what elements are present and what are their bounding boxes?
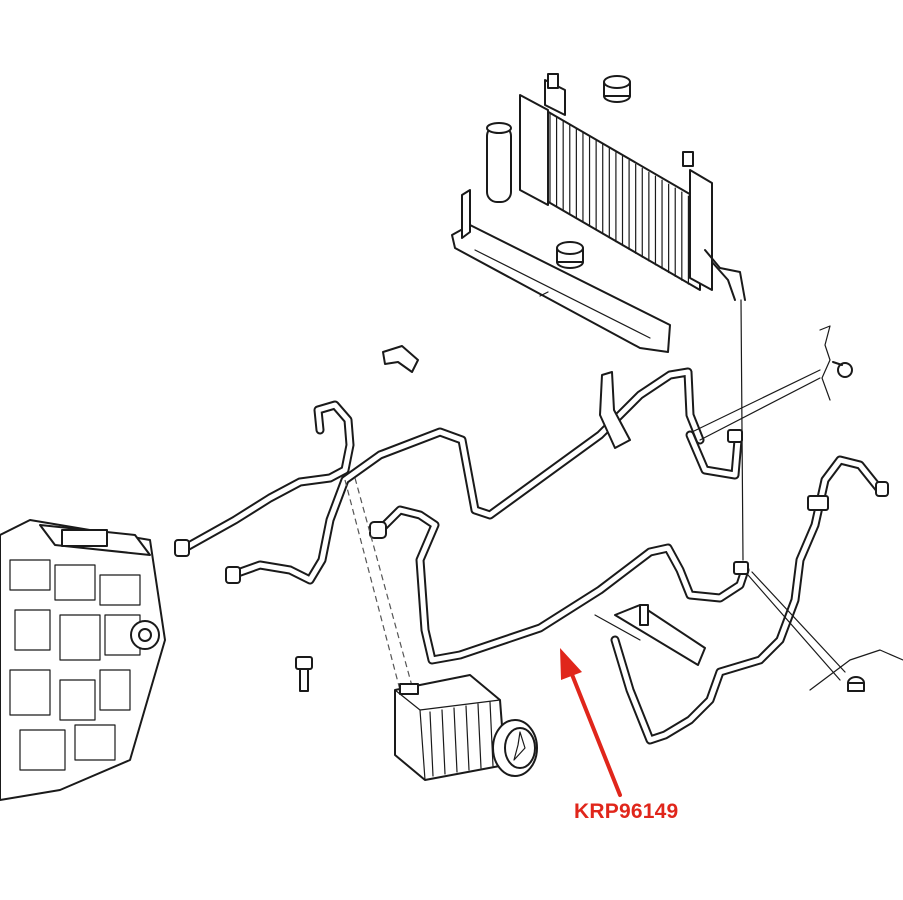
- body-bracket-icon: [809, 325, 903, 691]
- hvac-panel: [54, 564, 96, 601]
- hvac-panel: [74, 724, 116, 761]
- hvac-panel: [9, 559, 51, 591]
- hose-icon: [174, 367, 889, 745]
- compressor-rib: [477, 703, 482, 769]
- callout-arrow: [560, 648, 622, 797]
- hvac-panel: [14, 609, 51, 651]
- compressor-rib: [489, 701, 494, 767]
- compressor-rib: [453, 707, 458, 773]
- compressor-rib: [429, 711, 434, 777]
- compressor-icon: [394, 674, 538, 781]
- hvac-box-icon: [0, 519, 166, 801]
- condenser-icon: [519, 73, 746, 301]
- hvac-panel: [9, 669, 51, 716]
- hvac-panel: [59, 614, 101, 661]
- hvac-panel: [99, 574, 141, 606]
- grommet-icon: [556, 75, 631, 269]
- bolt-icon: [295, 345, 865, 692]
- leader-lines: [344, 299, 846, 691]
- compressor-rib: [441, 709, 446, 775]
- cylinder-icon: [486, 122, 512, 203]
- part-number-label: KRP96149: [574, 800, 679, 823]
- hvac-panel: [19, 729, 66, 771]
- compressor-rib: [465, 705, 470, 771]
- hvac-panel: [59, 679, 96, 721]
- bracket-icon: [451, 189, 671, 353]
- hvac-panel: [99, 669, 131, 711]
